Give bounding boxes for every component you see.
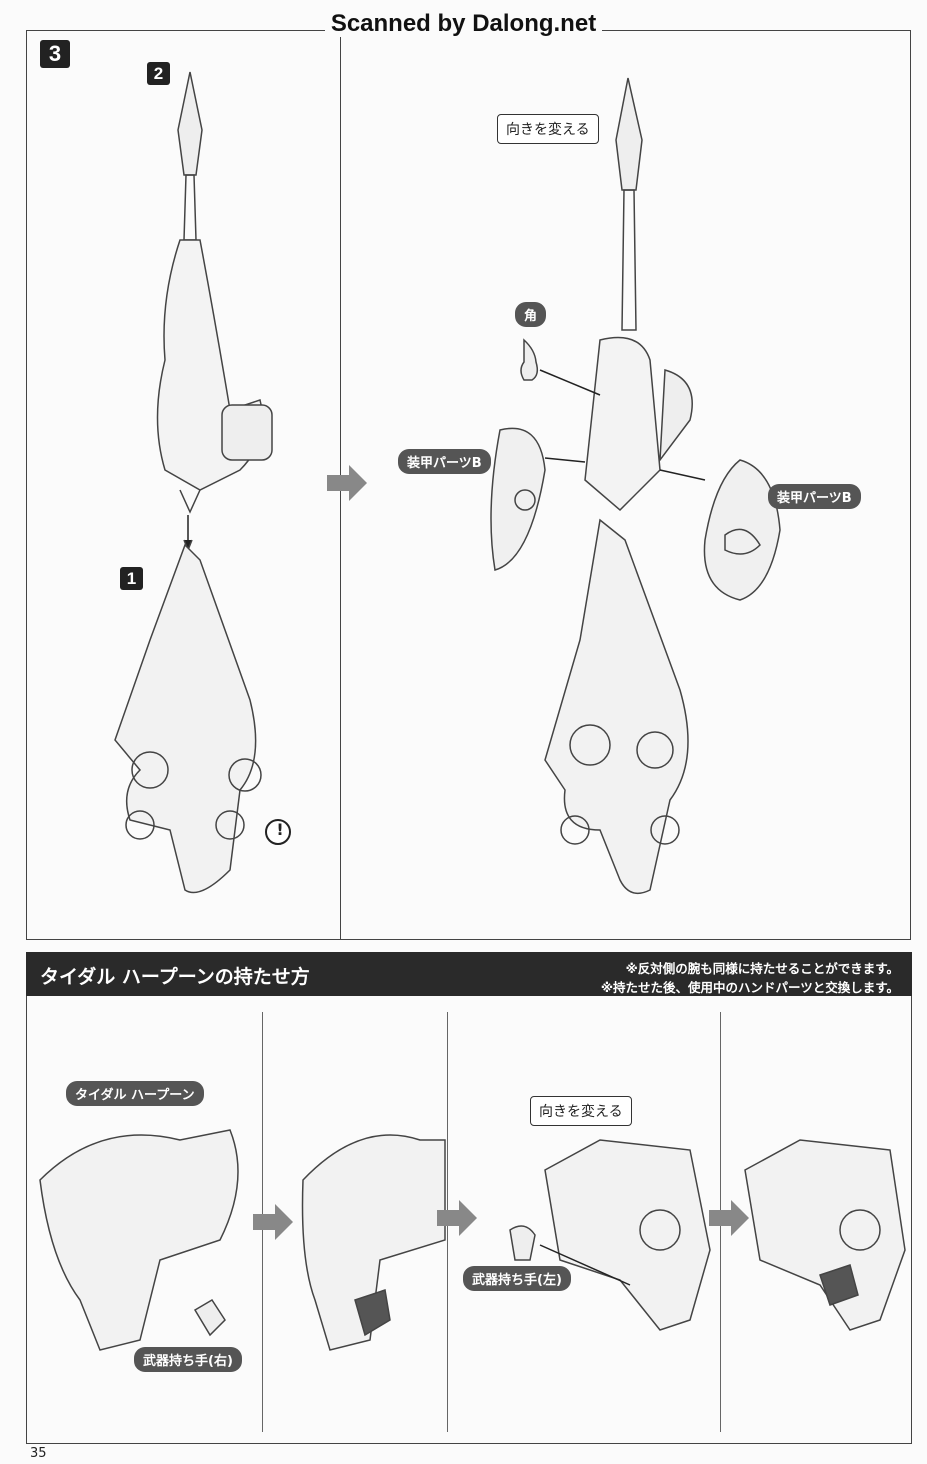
hold-instructions-panel <box>26 996 912 1444</box>
harpoon-body-part <box>114 543 262 894</box>
note-line-1: ※反対側の腕も同様に持たせることができます。 <box>625 961 899 976</box>
harpoon-label: タイダル ハープーン <box>66 1081 204 1106</box>
rotate-callout-bottom: 向きを変える <box>530 1096 632 1126</box>
horn-part <box>520 338 539 381</box>
arrow-right-icon <box>437 1200 477 1236</box>
assembled-harpoon <box>544 77 693 895</box>
armor-part-b-right <box>703 459 781 601</box>
arrow-right-icon <box>253 1204 293 1240</box>
armor-part-b-left-label: 装甲パーツB <box>398 449 491 474</box>
harpoon-arm-illustration-3 <box>509 1139 711 1331</box>
sub-step-2: 2 <box>147 62 170 85</box>
arrow-right-icon <box>709 1200 749 1236</box>
caution-icon: ! <box>276 820 284 839</box>
hand-right-label: 武器持ち手(右) <box>134 1347 242 1372</box>
step-number-3: 3 <box>40 40 70 68</box>
harpoon-arm-illustration-1 <box>39 1129 239 1351</box>
armor-part-b-left <box>490 427 546 571</box>
page-number: 35 <box>30 1446 47 1461</box>
section-title: タイダル ハープーンの持たせ方 <box>40 966 310 988</box>
note-line-2: ※持たせた後、使用中のハンドパーツと交換します。 <box>600 980 899 995</box>
section-header <box>26 952 912 996</box>
harpoon-arm-illustration-2 <box>301 1134 446 1351</box>
sub-step-1: 1 <box>120 567 143 590</box>
harpoon-arm-illustration-4 <box>744 1139 906 1331</box>
armor-part-b-right-label: 装甲パーツB <box>768 484 861 509</box>
spear-tip-part <box>156 71 273 514</box>
horn-label: 角 <box>515 302 547 327</box>
rotate-callout-top: 向きを変える <box>497 114 599 144</box>
watermark: Scanned by Dalong.net <box>0 10 927 38</box>
hand-left-label: 武器持ち手(左) <box>463 1266 571 1291</box>
arrow-right-icon <box>327 465 367 501</box>
